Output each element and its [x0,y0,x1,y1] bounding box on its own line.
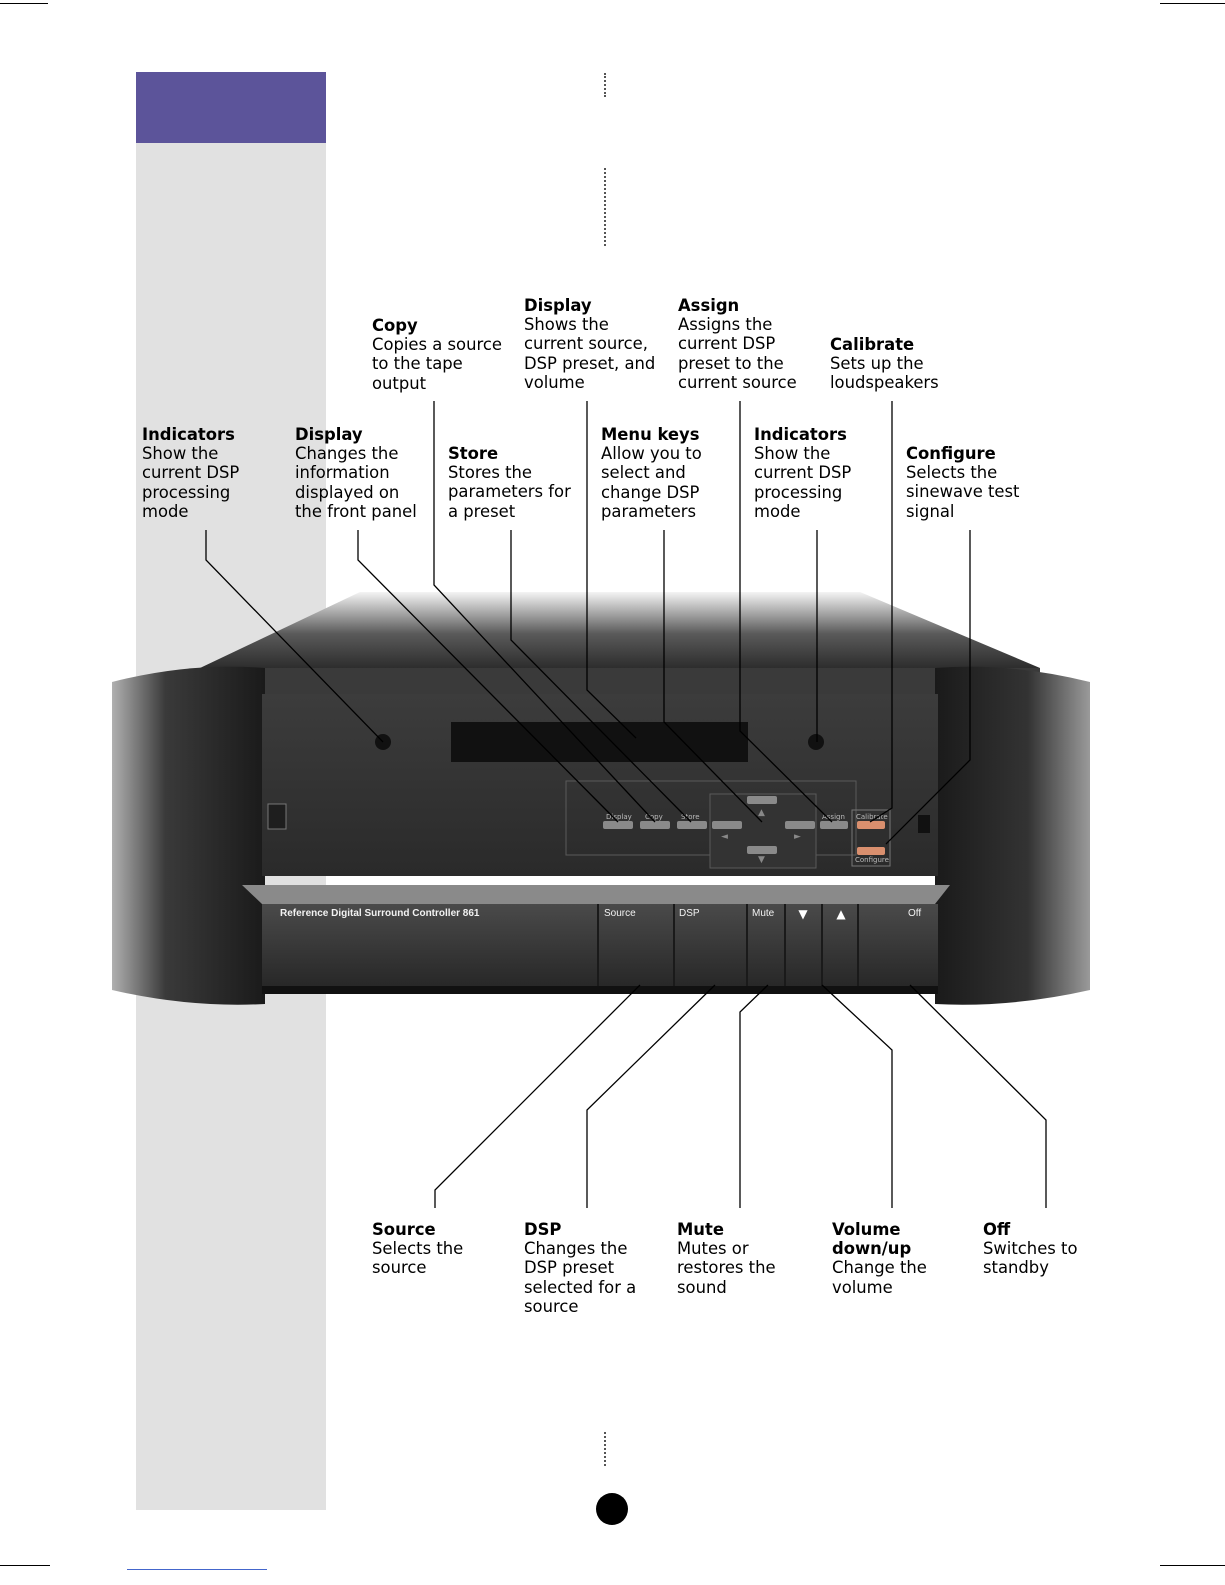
callout-title: Store [448,444,499,463]
svg-text:▼: ▼ [758,855,765,865]
callout-text: Allow you to select and change DSP param… [601,444,702,521]
callout-title: Calibrate [830,335,915,354]
callout-text: Sets up the loudspeakers [830,354,939,393]
callout-dsp: DSP Changes the DSP preset selected for … [524,1220,636,1316]
svg-text:Store: Store [681,813,700,821]
callout-text: Show the current DSP processing mode [142,444,240,521]
callout-title: Display [295,425,363,444]
callout-mute: Mute Mutes or restores the sound [677,1220,776,1297]
source-button[interactable]: Source [604,908,636,919]
callout-title: Menu keys [601,425,700,444]
callout-text: Change the volume [832,1258,927,1297]
callout-text: Mutes or restores the sound [677,1239,776,1297]
svg-text:◄: ◄ [721,832,728,842]
svg-text:▼: ▼ [798,907,808,921]
callout-display-changes: Display Changes the information displaye… [295,425,417,521]
model-name: Reference Digital Surround Controller 86… [280,908,480,919]
callout-text: Changes the DSP preset selected for a so… [524,1239,637,1316]
callout-copy: Copy Copies a source to the tape output [372,316,502,393]
svg-text:Assign: Assign [822,813,845,821]
callout-text: Selects the source [372,1239,464,1278]
off-button[interactable]: Off [908,908,922,919]
crop-mark [0,1565,50,1566]
callout-title: DSP [524,1220,562,1239]
svg-text:Calibrate: Calibrate [856,813,888,821]
callout-source: Source Selects the source [372,1220,463,1278]
svg-text:Configure: Configure [855,856,889,864]
callout-title: Display [524,296,592,315]
callout-title: Off [983,1220,1011,1239]
mute-button[interactable]: Mute [752,908,775,919]
callout-indicators-left: Indicators Show the current DSP processi… [142,425,239,521]
dotted-rule [604,1432,606,1466]
svg-text:▲: ▲ [758,808,765,818]
svg-text:▲: ▲ [836,907,846,921]
callout-text: Switches to standby [983,1239,1078,1278]
callout-text: Copies a source to the tape output [372,335,502,393]
callout-title: Indicators [754,425,847,444]
callout-title: Source [372,1220,436,1239]
callout-title: Configure [906,444,996,463]
callout-calibrate: Calibrate Sets up the loudspeakers [830,335,939,393]
callout-menu-keys: Menu keys Allow you to select and change… [601,425,702,521]
svg-text:Display: Display [606,813,632,821]
callout-off: Off Switches to standby [983,1220,1077,1278]
callout-text: Selects the sinewave test signal [906,463,1020,521]
crop-mark [1160,3,1225,4]
callout-title: Copy [372,316,418,335]
callout-text: Changes the information displayed on the… [295,444,417,521]
callout-volume: Volume down/up Change the volume [832,1220,927,1297]
callout-assign: Assign Assigns the current DSP preset to… [678,296,797,392]
callout-title: Indicators [142,425,235,444]
callout-text: Assigns the current DSP preset to the cu… [678,315,797,392]
dotted-rule [604,73,606,97]
svg-text:►: ► [794,832,801,842]
dsp-button[interactable]: DSP [679,908,700,919]
svg-text:Copy: Copy [645,813,663,821]
callout-configure: Configure Selects the sinewave test sign… [906,444,1020,521]
crop-mark [1160,1565,1225,1566]
callout-indicators-right: Indicators Show the current DSP processi… [754,425,851,521]
callout-title: Mute [677,1220,724,1239]
callout-text: Show the current DSP processing mode [754,444,852,521]
callout-display-shows: Display Shows the current source, DSP pr… [524,296,655,392]
callout-text: Stores the parameters for a preset [448,463,571,521]
callout-store: Store Stores the parameters for a preset [448,444,571,521]
chapter-tab [136,72,326,143]
callout-text: Shows the current source, DSP preset, an… [524,315,656,392]
footer-rule [127,1569,267,1570]
callout-title: Volume down/up [832,1220,912,1259]
callout-title: Assign [678,296,740,315]
crop-mark [0,3,48,4]
page-marker [596,1493,628,1525]
dotted-rule [604,168,606,246]
